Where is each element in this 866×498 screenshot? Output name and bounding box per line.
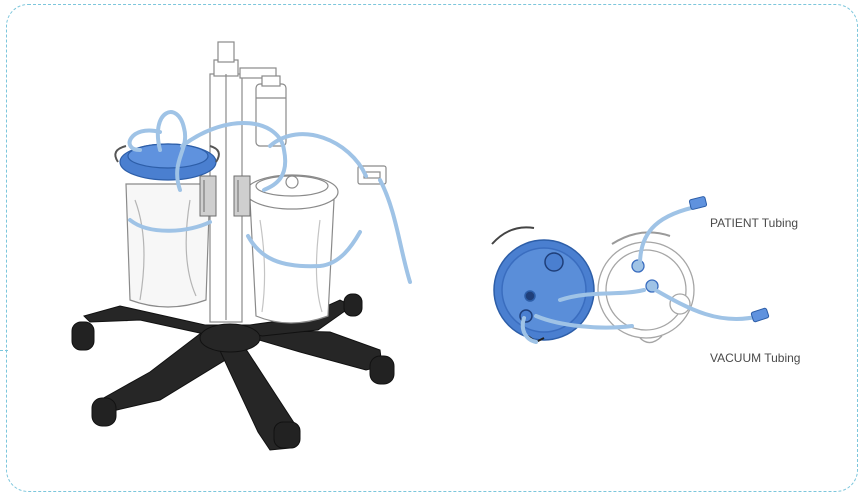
vacuum-tubing-label: VACUUM Tubing [710,351,800,365]
suction-cart-illustration [72,42,410,450]
side-bracket [240,68,286,146]
patient-tubing-label: PATIENT Tubing [710,216,798,230]
